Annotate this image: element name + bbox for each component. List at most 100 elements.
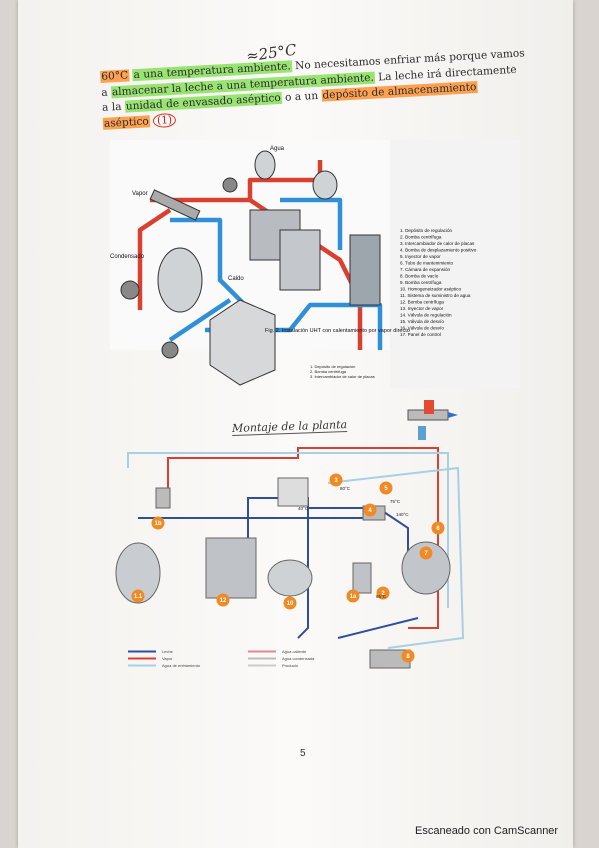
legend-item: 3. Intercambiador de calor de placas: [400, 241, 475, 246]
highlight-temperature: 60°C: [100, 69, 130, 83]
legend-item: 10. Homogeneizador aséptico: [400, 287, 461, 292]
text-span: a la: [101, 100, 126, 114]
legend-item: 1. Depósito de regulación: [400, 228, 453, 233]
figure-caption: Fig. 2. Instalación UHT con calentamient…: [265, 328, 410, 334]
homogenizer: [279, 229, 321, 291]
uht-plant-figure: Agua Vapor Condensado Caldo Fig. 2. Inst…: [110, 140, 520, 388]
equipment: [115, 400, 458, 669]
water-pipe: [280, 197, 343, 250]
milk-line: [308, 507, 409, 558]
badge-circle: [379, 481, 393, 495]
milk-line: [337, 617, 419, 639]
badge-label: 5: [384, 486, 388, 492]
sub-legend-item: 1. Depósito de regulación: [310, 364, 355, 369]
flow-legend-item: Producto: [282, 663, 299, 668]
water-line: [127, 452, 449, 608]
flow-legend-item: Leche: [162, 649, 174, 654]
legend-item: 6. Tubo de mantenimiento: [400, 261, 454, 266]
equipment: [120, 150, 381, 386]
pump-icon: [120, 280, 140, 300]
badge-label: 2: [381, 591, 385, 597]
badge-circle: [419, 546, 433, 560]
badge-label: 1a: [350, 594, 357, 600]
flow-legend-item: Agua condensada: [282, 656, 315, 661]
badge-label: 8: [406, 654, 410, 660]
steam-injector: [149, 189, 201, 221]
flow-legend-item: Vapor: [162, 656, 173, 661]
pump-icon: [161, 341, 179, 359]
badge-circle: [376, 586, 390, 600]
legend-item: 9. Bomba centrífuga: [400, 280, 442, 285]
sub-legend-item: 3. Intercambiador de calor de placas: [310, 374, 375, 379]
badge-label: 3: [334, 478, 338, 484]
badge-circle: [346, 589, 360, 603]
temperature-label: 140°C: [396, 512, 409, 517]
small-tank: [352, 562, 372, 594]
badge-circle: [363, 503, 377, 517]
scanner-watermark: Escaneado con CamScanner: [415, 825, 559, 837]
badge-label: 6: [436, 526, 440, 532]
water-tank: [312, 170, 338, 200]
badge-label: 12: [220, 598, 227, 604]
control-panel: [349, 234, 381, 306]
badge-circle: [283, 596, 297, 610]
badge-circle: [131, 589, 145, 603]
homogenizer-unit: [205, 537, 257, 599]
badge-label: 10: [287, 601, 294, 607]
vessel: [267, 559, 313, 597]
label-water: Agua: [270, 146, 285, 152]
legend-item: 13. Inyector de vapor: [400, 306, 444, 311]
expansion-vessel: [401, 541, 451, 595]
label-broth: Caldo: [228, 276, 244, 282]
process-flow-diagram: 1b 1.1 12 10 1a 2 3 4 5 6 7 8 40°C 80°C 75°C 140°C 85°C…: [115, 400, 465, 669]
temperature-label: 85°C: [376, 594, 387, 599]
legend-item: 12. Bomba centrífuga: [400, 300, 444, 305]
legend-item: 8. Bomba de vacío: [400, 274, 439, 279]
pump-icon: [222, 177, 238, 193]
badge-circle: [329, 473, 343, 487]
label-steam: Vapor: [132, 191, 148, 197]
text-span: o a un: [281, 89, 322, 104]
badge-circle: [401, 649, 415, 663]
temperature-labels: 40°C 80°C 75°C 140°C 85°C: [298, 486, 409, 599]
legend-background: [390, 140, 520, 388]
steam-pipe: [137, 208, 172, 310]
badge-label: 4: [368, 508, 372, 514]
legend-list: 1. Depósito de regulación 2. Bomba centrí…: [400, 228, 477, 337]
legend-item: 2. Bomba centrífuga: [400, 235, 442, 240]
badge-label: 1.1: [134, 594, 143, 600]
legend-item: 5. Inyector de vapor: [400, 254, 441, 259]
badge-circle: [431, 521, 445, 535]
water-pipe: [168, 298, 232, 342]
balance-tank: [157, 247, 203, 313]
legend-item: 7. Cámara de expansión: [400, 267, 450, 272]
legend-item: 16. Válvula de desvío: [400, 326, 444, 331]
text-span: a: [100, 85, 112, 99]
temperature-label: 40°C: [298, 506, 309, 511]
aseptic-tank: [209, 299, 276, 386]
plate-exchanger: [277, 477, 309, 507]
balance-tank: [155, 487, 171, 509]
legend-item: 15. Válvula de desvío: [400, 319, 444, 324]
label-condensate: Condensado: [110, 254, 145, 260]
steam-line: [167, 447, 439, 629]
flow-legend-item: Agua caliente: [282, 649, 307, 654]
page-number: 5: [300, 748, 306, 759]
temperature-label: 75°C: [390, 499, 401, 504]
highlight-aseptic: aséptico: [102, 114, 151, 130]
water-line: [327, 466, 465, 649]
temperature-label: 80°C: [340, 486, 351, 491]
legend-item: 14. Válvula de regulación: [400, 313, 452, 318]
legend-item: 4. Bomba de desplazamiento positivo: [400, 248, 477, 253]
expansion-chamber: [254, 150, 276, 180]
sub-legend-item: 2. Bomba centrífuga: [310, 369, 347, 374]
badge-label: 1b: [154, 521, 161, 527]
badge-circle: [216, 593, 230, 607]
steam-injector-detail: [407, 400, 458, 440]
raw-milk-tank: [115, 542, 161, 604]
flow-legend-item: Agua de enfriamiento: [162, 663, 201, 668]
badges: 1b 1.1 12 10 1a 2 3 4 5 6 7 8: [131, 473, 445, 663]
badge-label: 7: [424, 551, 428, 557]
